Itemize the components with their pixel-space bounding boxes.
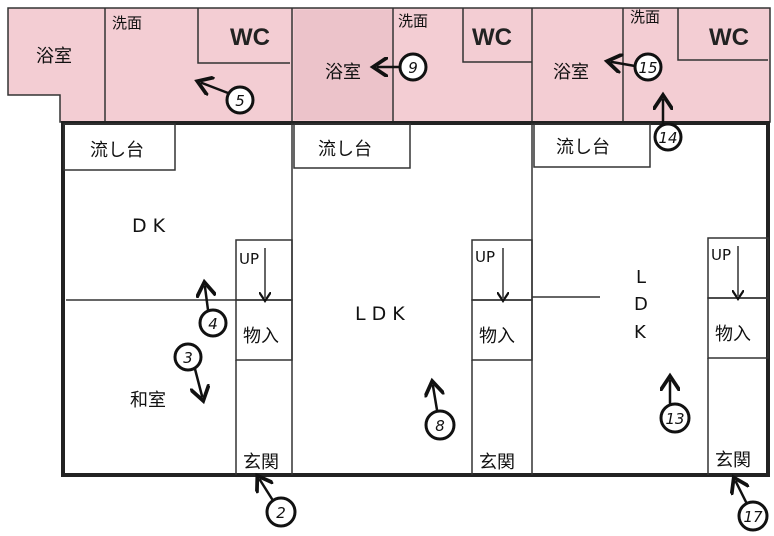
photo-marker-8[interactable]: 8: [426, 386, 456, 441]
svg-text:3: 3: [183, 349, 193, 367]
wash-label: 洗面: [112, 14, 142, 32]
photo-marker-4[interactable]: 4: [200, 287, 228, 338]
svg-text:5: 5: [235, 92, 245, 110]
room-label-k: K: [634, 322, 647, 343]
storage-label: 物入: [479, 326, 515, 347]
room-label-washitsu: 和室: [130, 390, 166, 411]
bath-label: 浴室: [553, 62, 589, 83]
up-label: UP: [475, 248, 495, 266]
storage-label: 物入: [243, 326, 279, 347]
entrance-label: 玄関: [243, 452, 279, 473]
photo-marker-2[interactable]: 2: [260, 480, 297, 528]
room-label-ldk: LDK: [355, 303, 411, 325]
photo-marker-13[interactable]: 13: [659, 381, 691, 434]
svg-text:2: 2: [276, 504, 286, 522]
photo-marker-14[interactable]: 14: [655, 100, 683, 152]
photo-marker-3[interactable]: 3: [173, 342, 202, 396]
room-label-l: L: [636, 267, 646, 288]
room-label-d: D: [634, 294, 648, 315]
svg-text:15: 15: [638, 59, 657, 77]
svg-text:13: 13: [665, 410, 684, 428]
svg-text:8: 8: [435, 417, 445, 435]
entrance-label: 玄関: [479, 452, 515, 473]
svg-text:9: 9: [408, 59, 418, 77]
wash-label: 洗面: [630, 8, 660, 26]
photo-marker-9[interactable]: 9: [378, 52, 428, 82]
svg-text:17: 17: [743, 508, 763, 526]
up-label: UP: [239, 250, 259, 268]
photo-marker-5[interactable]: 5: [202, 83, 255, 115]
entrance-label: 玄関: [715, 450, 751, 471]
wc-label: WC: [709, 24, 749, 51]
photo-marker-17[interactable]: 17: [736, 482, 769, 532]
up-label: UP: [711, 246, 731, 264]
interior-walls: [63, 123, 769, 475]
photo-marker-15[interactable]: 15: [612, 54, 663, 82]
bath-label: 浴室: [36, 46, 72, 67]
sink-label: 流し台: [556, 137, 610, 158]
wc-label: WC: [230, 24, 270, 51]
wc-label: WC: [472, 24, 512, 51]
sink-label: 流し台: [318, 139, 372, 160]
sink-label: 流し台: [90, 140, 144, 161]
wash-label: 洗面: [398, 12, 428, 30]
main-outline: [61, 121, 770, 477]
svg-text:14: 14: [658, 129, 677, 147]
storage-label: 物入: [715, 324, 751, 345]
room-label-dk: DK: [132, 215, 171, 237]
svg-text:4: 4: [208, 315, 218, 333]
bath-label: 浴室: [325, 62, 361, 83]
